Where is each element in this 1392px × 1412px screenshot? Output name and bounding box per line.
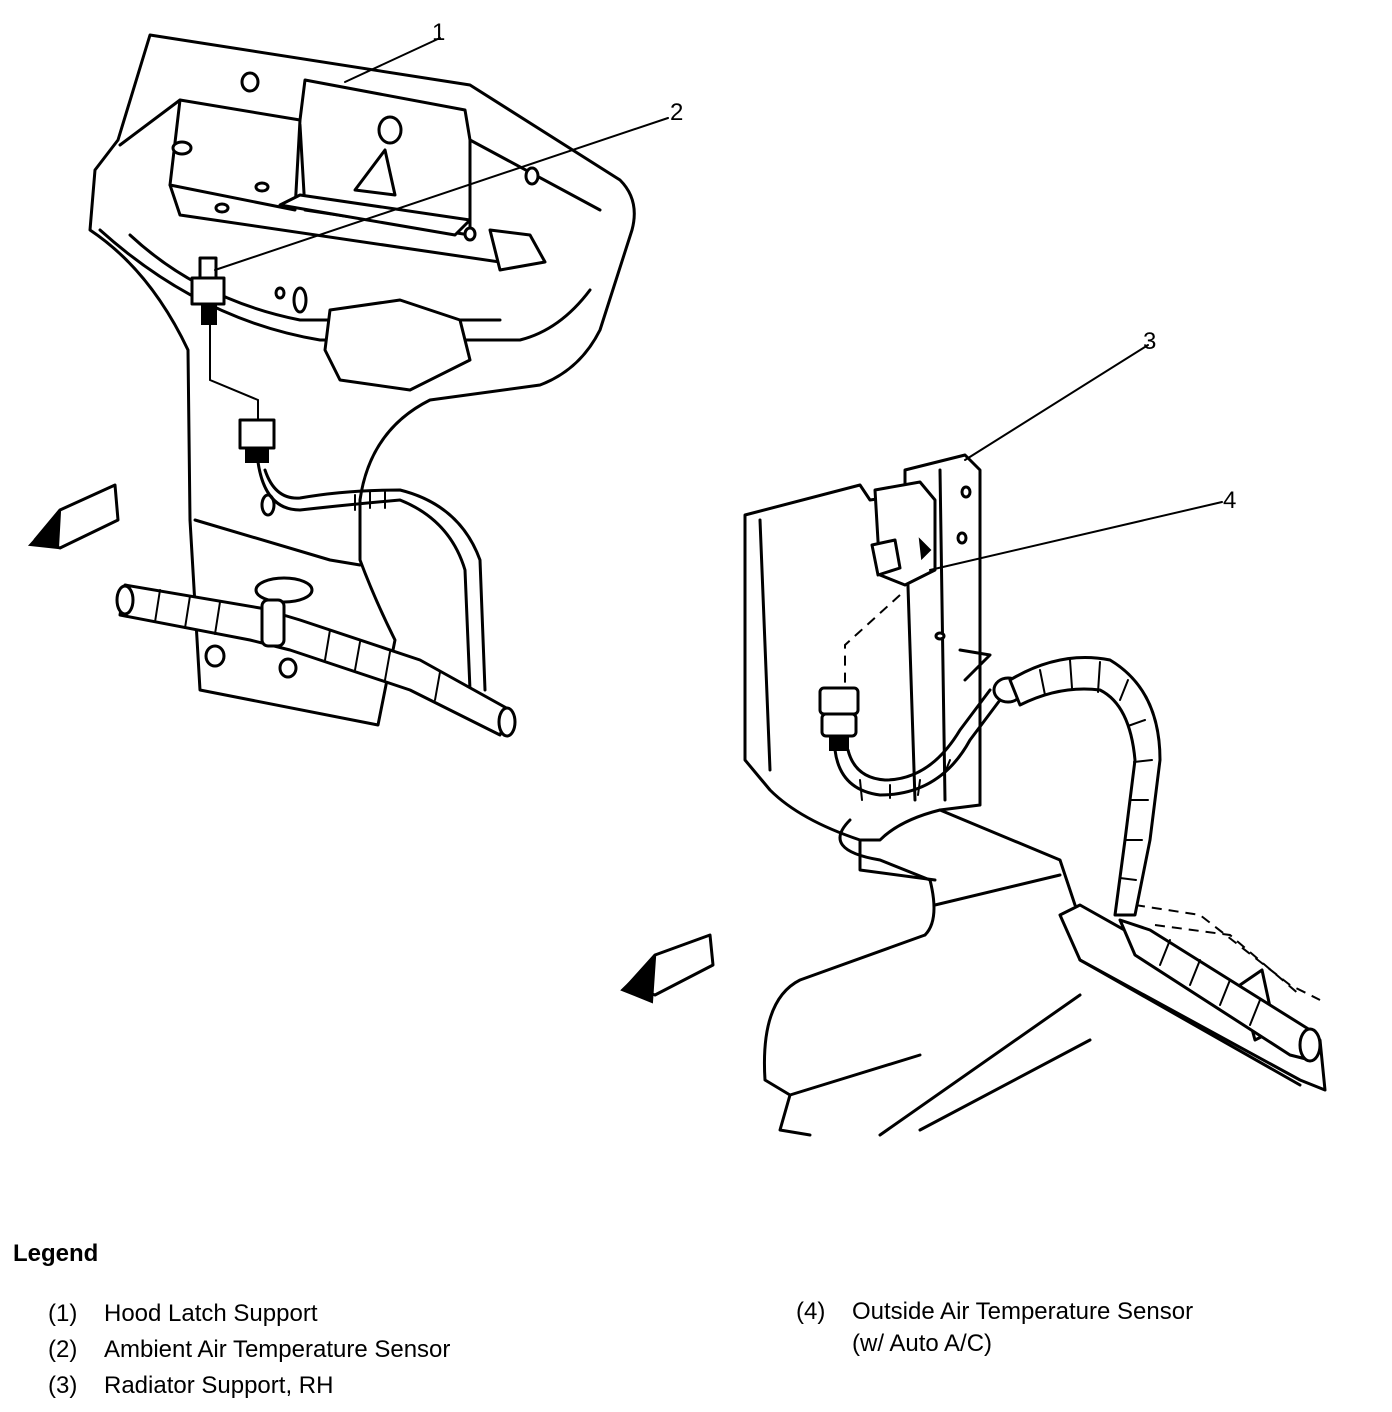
legend-text-continued: (w/ Auto A/C) xyxy=(852,1330,993,1357)
legend-text: Outside Air Temperature Sensor xyxy=(852,1298,1194,1325)
callout-1: 1 xyxy=(432,19,445,46)
legend-number: (1) xyxy=(48,1300,78,1327)
legend-text: Hood Latch Support xyxy=(104,1300,318,1327)
forward-direction-arrow-right xyxy=(620,933,715,1004)
component-location-diagram: 1 2 xyxy=(27,19,1327,1137)
callout-4: 4 xyxy=(1223,487,1236,514)
left-wiring-harness xyxy=(115,418,517,738)
callout-3: 3 xyxy=(1143,328,1156,355)
legend-number: (3) xyxy=(48,1372,78,1399)
legend-number: (2) xyxy=(48,1336,78,1363)
leader-lines-right xyxy=(929,344,1223,571)
legend: Legend (1) Hood Latch Support (2) Ambien… xyxy=(0,1240,1392,1412)
ambient-air-temperature-sensor xyxy=(190,256,259,421)
forward-direction-arrow-left xyxy=(27,483,120,550)
callout-2: 2 xyxy=(670,99,683,126)
legend-text: Radiator Support, RH xyxy=(104,1372,334,1399)
legend-text: Ambient Air Temperature Sensor xyxy=(104,1336,451,1363)
hood-latch-support xyxy=(88,33,636,727)
right-wiring-harness xyxy=(818,594,1322,1063)
outside-air-temperature-sensor xyxy=(870,480,937,587)
legend-number: (4) xyxy=(796,1298,826,1325)
legend-title: Legend xyxy=(13,1240,99,1267)
leader-lines-left xyxy=(214,37,669,271)
radiator-support-rh xyxy=(743,453,1327,1137)
